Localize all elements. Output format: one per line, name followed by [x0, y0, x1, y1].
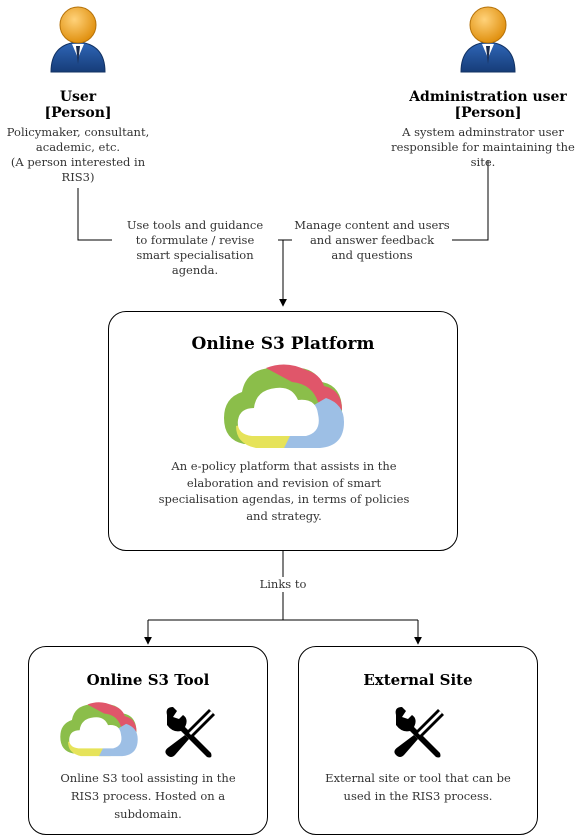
user-desc-line: (A person interested in RIS3)	[10, 155, 146, 184]
edge-label-line: to formulate / revise	[135, 233, 255, 247]
tool-desc-line: RIS3 process. Hosted on a	[70, 789, 226, 803]
user-person-icon	[50, 6, 106, 73]
cloud-logo-icon	[224, 364, 344, 448]
tool-description: Online S3 tool assisting in the RIS3 pro…	[49, 769, 247, 823]
external-title: External Site	[363, 671, 473, 689]
tool-desc-line: Online S3 tool assisting in the	[60, 771, 236, 785]
edge-label-line: Use tools and guidance	[126, 218, 264, 232]
platform-desc-line: elaboration and revision of smart	[186, 475, 382, 490]
platform-desc-line: An e-policy platform that assists in the	[171, 459, 397, 473]
admin-description: A system adminstrator user responsible f…	[383, 125, 583, 170]
external-description: External site or tool that can be used i…	[319, 769, 517, 805]
user-edge-label: Use tools and guidance to formulate / re…	[112, 218, 278, 278]
tool-desc-line: subdomain.	[114, 807, 182, 821]
admin-person-icon	[460, 6, 516, 73]
user-type: [Person]	[44, 105, 112, 121]
tool-box[interactable]: Online S3 Tool Online S3 tool assisting …	[28, 646, 268, 835]
platform-to-children-edge	[147, 551, 419, 642]
edge-label-line: and answer feedback	[309, 233, 435, 247]
external-desc-line: External site or tool that can be	[325, 771, 511, 785]
tool-title: Online S3 Tool	[86, 671, 210, 689]
admin-edge-label: Manage content and users and answer feed…	[292, 218, 452, 263]
admin-desc-line: A system adminstrator user	[402, 125, 564, 139]
user-desc-line: academic, etc.	[35, 140, 121, 154]
cloud-logo-icon	[60, 702, 138, 757]
admin-desc-line: responsible for maintaining the site.	[391, 140, 575, 169]
platform-desc-line: specialisation agendas, in terms of poli…	[158, 492, 410, 506]
external-desc-line: used in the RIS3 process.	[343, 789, 493, 803]
platform-title: Online S3 Platform	[191, 334, 375, 354]
edge-label-line: smart specialisation agenda.	[136, 248, 254, 277]
edge-label-line: Manage content and users	[294, 218, 450, 232]
wrench-screwdriver-icon	[165, 707, 215, 758]
platform-box[interactable]: Online S3 Platform An e-policy platform …	[108, 311, 458, 551]
user-description: Policymaker, consultant, academic, etc. …	[0, 125, 158, 185]
links-to-label: Links to	[243, 577, 323, 592]
admin-type: [Person]	[454, 105, 522, 121]
external-site-box[interactable]: External Site External site or tool that…	[298, 646, 538, 835]
edge-label-line: and questions	[331, 248, 413, 262]
user-name: User	[59, 89, 97, 105]
user-desc-line: Policymaker, consultant,	[6, 125, 150, 139]
admin-name: Administration user	[409, 89, 567, 105]
wrench-screwdriver-icon	[394, 707, 444, 758]
platform-description: An e-policy platform that assists in the…	[153, 458, 415, 524]
platform-desc-line: and strategy.	[246, 508, 322, 523]
